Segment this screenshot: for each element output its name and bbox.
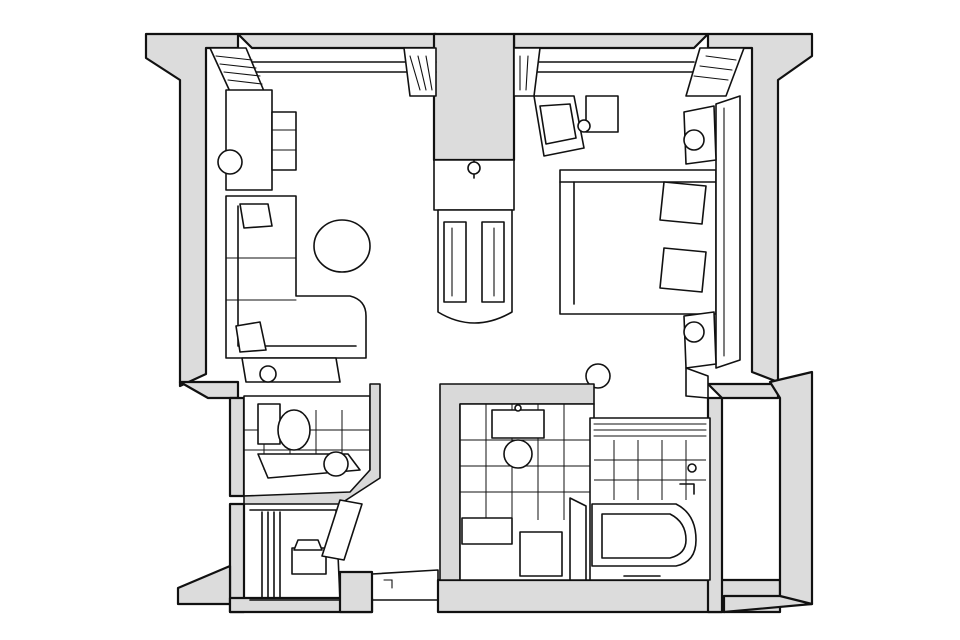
cushion-icon	[239, 203, 273, 229]
lamp-icon	[683, 321, 705, 343]
round-coffee-table	[313, 219, 371, 273]
entry-door	[371, 569, 439, 601]
lamp-icon	[683, 129, 705, 151]
desk-area	[217, 89, 297, 191]
armchair-and-ottoman	[533, 95, 619, 157]
sink-icon	[323, 451, 349, 477]
wc-room	[243, 383, 381, 505]
central-column	[432, 32, 516, 324]
sofa-sectional	[225, 195, 367, 383]
closet	[249, 499, 363, 601]
pillow-icon	[659, 247, 707, 293]
main-bathroom	[439, 383, 711, 581]
desk-lamp-icon	[217, 149, 243, 175]
nightstands	[683, 105, 717, 369]
floor-lamp-icon	[585, 363, 611, 389]
bathtub-icon	[591, 503, 697, 567]
toilet-icon	[277, 409, 311, 451]
luggage-rack-icon	[291, 547, 327, 575]
pillow-icon	[659, 181, 707, 225]
toilet-icon	[503, 439, 533, 469]
cushion-icon	[235, 321, 267, 353]
bed	[559, 95, 741, 369]
right-panel	[685, 367, 781, 597]
